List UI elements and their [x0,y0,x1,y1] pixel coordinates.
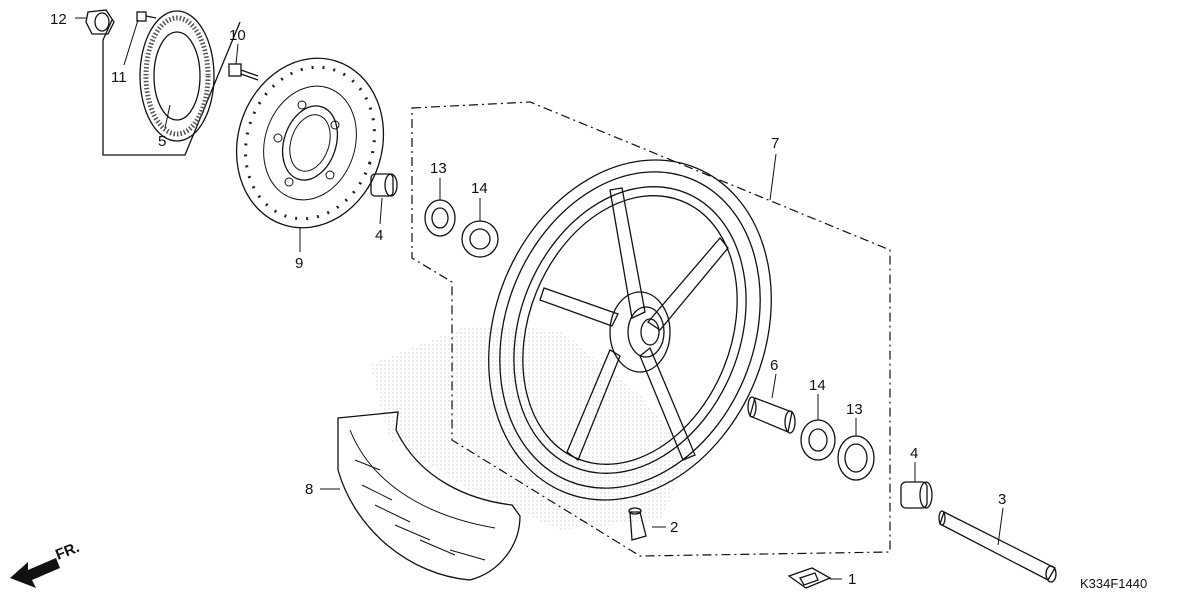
callout-11: 11 [111,69,127,86]
part-3-axle[interactable] [938,510,1057,583]
front-direction-arrow [10,558,60,588]
part-1-balance-weight[interactable] [787,567,832,589]
callout-5: 5 [158,133,166,150]
part-14-dust-seal-right[interactable] [800,419,836,461]
part-9-brake-disc[interactable] [215,39,405,247]
diagram-code: K334F1440 [1080,576,1147,591]
part-6-collar[interactable] [747,396,796,434]
callout-13-right: 13 [846,401,863,418]
callout-4-left: 4 [375,227,383,244]
callout-1: 1 [848,571,856,588]
part-11-bolt[interactable] [136,11,157,22]
part-12-nut[interactable] [85,9,115,35]
callout-8: 8 [305,481,313,498]
leader-lines [75,17,1004,580]
callout-13-left: 13 [430,160,447,177]
part-5-pulser-ring[interactable] [139,10,215,142]
part-10-bolt[interactable] [228,63,259,81]
part-13-bearing-left[interactable] [424,199,456,237]
callout-12: 12 [50,11,67,28]
callout-14-left: 14 [471,180,488,197]
callout-14-right: 14 [809,377,826,394]
callout-2: 2 [670,519,678,536]
callout-4-right: 4 [910,445,918,462]
callout-10: 10 [229,27,246,44]
callout-7: 7 [771,135,779,152]
part-8-tire[interactable] [337,411,521,581]
callout-3: 3 [998,491,1006,508]
callout-9: 9 [295,255,303,272]
front-direction-label: FR. [53,539,82,564]
part-7-wheel[interactable] [439,117,820,543]
part-2-valve[interactable] [628,507,647,541]
part-4-spacer-left[interactable] [370,173,398,197]
assembly-outline [411,101,891,557]
part-14-dust-seal-left[interactable] [461,220,499,258]
sub-assembly-bracket [102,19,241,156]
callout-6: 6 [770,357,778,374]
part-13-bearing-right[interactable] [837,435,875,481]
part-4-spacer-right[interactable] [900,481,933,509]
